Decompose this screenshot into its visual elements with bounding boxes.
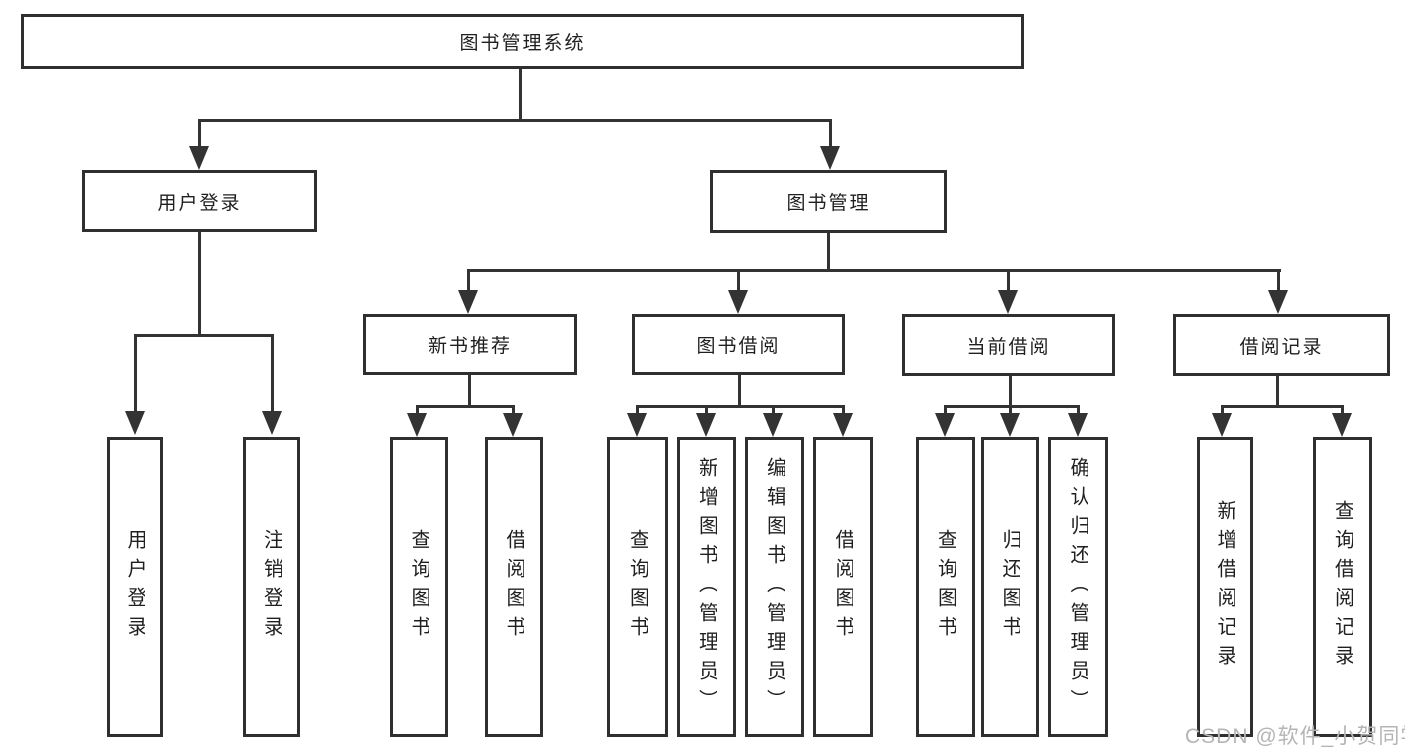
arrowhead-query-borrow-record	[1332, 413, 1352, 437]
connector-borrowing-records-branch	[1221, 405, 1344, 408]
node-book-borrowing-label: 图书借阅	[696, 336, 781, 357]
arrowhead-confirm-return	[1068, 413, 1088, 437]
leaf-query-book-1: 查询图书	[390, 437, 448, 737]
node-borrowing-records-label: 借阅记录	[1239, 336, 1324, 358]
connector-stem-book-management	[829, 119, 832, 148]
node-new-book-recommend-label: 新书推荐	[427, 336, 512, 357]
connector-stem-borrow-book-1	[512, 405, 515, 415]
arrowhead-book-borrowing	[728, 290, 748, 314]
arrowhead-leaf-logout	[262, 411, 282, 435]
connector-user-login-branch	[134, 334, 274, 337]
node-book-management: 图书管理	[710, 170, 947, 233]
connector-stem-current-borrowing	[1007, 269, 1010, 292]
connector-book-management-stem	[827, 233, 830, 272]
leaf-return-book: 归还图书	[981, 437, 1039, 737]
arrowhead-leaf-user-login	[125, 411, 145, 435]
arrowhead-borrowing-records	[1268, 290, 1288, 314]
node-root-label: 图书管理系统	[459, 33, 586, 54]
leaf-query-book-3-label: 查询图书	[935, 529, 956, 645]
leaf-return-book-label: 归还图书	[1000, 529, 1020, 645]
arrowhead-query-book-2	[627, 413, 647, 437]
connector-stem-borrowing-records	[1277, 269, 1280, 292]
leaf-logout-label: 注销登录	[261, 529, 282, 645]
leaf-query-book-3: 查询图书	[916, 437, 975, 737]
leaf-confirm-return-label: 确认归还（管理员）	[1068, 456, 1088, 718]
connector-stem-borrow-book-2	[842, 405, 845, 415]
connector-current-borrowing-branch	[944, 405, 1080, 408]
connector-level2-branch	[198, 119, 832, 122]
connector-level3-branch	[467, 269, 1281, 272]
connector-root-stem	[519, 68, 522, 121]
connector-new-book-branch	[416, 405, 515, 408]
node-book-management-label: 图书管理	[786, 193, 871, 214]
connector-stem-add-book	[705, 405, 708, 415]
connector-stem-book-borrowing	[737, 269, 740, 292]
connector-new-book-stem	[468, 375, 471, 408]
arrowhead-new-book	[458, 290, 478, 314]
leaf-query-book-2-label: 查询图书	[627, 529, 648, 645]
connector-current-borrowing-stem	[1009, 376, 1012, 408]
connector-stem-query-book-2	[636, 405, 639, 415]
leaf-borrow-book-2-label: 借阅图书	[833, 529, 853, 645]
csdn-watermark: CSDN @软件_小贺同学	[1185, 725, 1405, 747]
node-user-login: 用户登录	[82, 170, 317, 232]
arrowhead-add-borrow-record	[1212, 413, 1232, 437]
arrowhead-user-login	[189, 146, 209, 170]
leaf-user-login: 用户登录	[107, 437, 163, 737]
connector-stem-edit-book	[772, 405, 775, 415]
connector-stem-return-book	[1009, 405, 1012, 415]
arrowhead-query-book-1	[407, 413, 427, 437]
leaf-add-book-label: 新增图书（管理员）	[696, 456, 717, 718]
connector-stem-query-borrow-record	[1341, 405, 1344, 415]
arrowhead-add-book	[696, 413, 716, 437]
connector-stem-new-book	[467, 269, 470, 292]
connector-stem-leaf-user-login	[134, 334, 137, 413]
node-new-book-recommend: 新书推荐	[363, 314, 577, 375]
node-current-borrowing: 当前借阅	[902, 314, 1115, 376]
connector-stem-query-book-1	[416, 405, 419, 415]
arrowhead-book-management	[820, 146, 840, 170]
leaf-borrow-book-1-label: 借阅图书	[504, 529, 524, 645]
leaf-confirm-return: 确认归还（管理员）	[1048, 437, 1108, 737]
leaf-query-book-2: 查询图书	[607, 437, 668, 737]
leaf-borrow-book-2: 借阅图书	[813, 437, 873, 737]
connector-book-borrowing-branch	[636, 405, 845, 408]
node-root: 图书管理系统	[21, 14, 1024, 69]
leaf-add-borrow-record-label: 新增借阅记录	[1215, 500, 1235, 674]
leaf-add-book: 新增图书（管理员）	[677, 437, 736, 737]
leaf-borrow-book-1: 借阅图书	[485, 437, 543, 737]
leaf-query-borrow-record-label: 查询借阅记录	[1332, 500, 1353, 674]
node-book-borrowing: 图书借阅	[632, 314, 845, 375]
node-current-borrowing-label: 当前借阅	[966, 336, 1051, 358]
arrowhead-return-book	[1000, 413, 1020, 437]
leaf-edit-book-label: 编辑图书（管理员）	[764, 456, 785, 718]
connector-stem-add-borrow-record	[1221, 405, 1224, 415]
arrowhead-current-borrowing	[998, 290, 1018, 314]
arrowhead-borrow-book-2	[833, 413, 853, 437]
connector-user-login-stem	[198, 232, 201, 337]
arrowhead-borrow-book-1	[503, 413, 523, 437]
leaf-user-login-label: 用户登录	[125, 529, 145, 645]
node-borrowing-records: 借阅记录	[1173, 314, 1390, 376]
leaf-query-book-1-label: 查询图书	[409, 529, 429, 645]
arrowhead-edit-book	[763, 413, 783, 437]
connector-stem-confirm-return	[1077, 405, 1080, 415]
leaf-add-borrow-record: 新增借阅记录	[1197, 437, 1253, 737]
arrowhead-query-book-3	[935, 413, 955, 437]
connector-stem-leaf-logout	[271, 334, 274, 413]
node-user-login-label: 用户登录	[157, 192, 242, 214]
connector-book-borrowing-stem	[738, 375, 741, 408]
connector-stem-query-book-3	[944, 405, 947, 415]
leaf-edit-book: 编辑图书（管理员）	[745, 437, 804, 737]
leaf-query-borrow-record: 查询借阅记录	[1313, 437, 1372, 737]
leaf-logout: 注销登录	[243, 437, 300, 737]
connector-stem-user-login	[198, 119, 201, 148]
connector-borrowing-records-stem	[1276, 376, 1279, 408]
